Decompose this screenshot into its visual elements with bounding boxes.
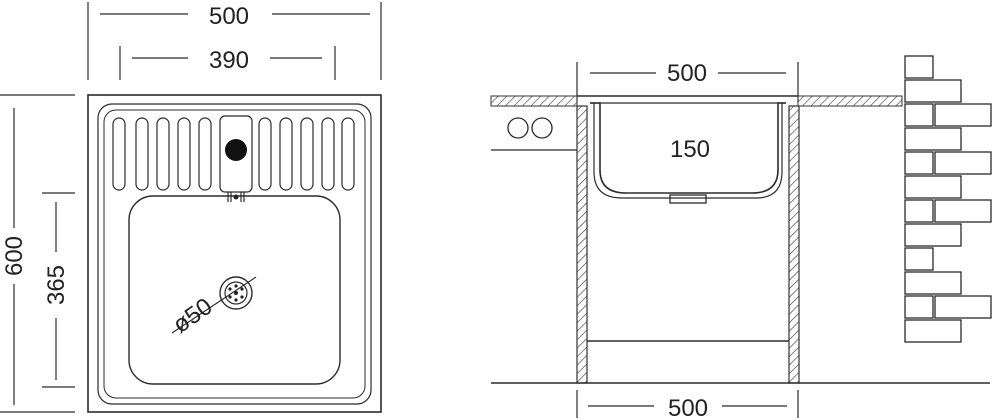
bowl-width-dimension: 390 <box>119 46 336 80</box>
top-view: 500 390 600 365 <box>0 2 382 413</box>
appliance-knob-left <box>507 117 529 139</box>
sink-width-label: 500 <box>667 60 707 87</box>
overall-depth-label: 600 <box>1 236 28 276</box>
drain-leader-line <box>171 276 257 334</box>
drain-diameter-label: ø50 <box>168 293 217 339</box>
brick-wall <box>904 55 992 343</box>
overflow-marker <box>227 192 245 202</box>
sink-inner-rim <box>103 109 366 399</box>
faucet-hole <box>225 139 247 161</box>
sink-width-dimension: 500 <box>576 60 799 102</box>
cabinet-wall-left <box>576 105 588 384</box>
overall-width-label: 500 <box>209 3 249 30</box>
cabinet-width-dimension: 500 <box>576 390 799 420</box>
bowl-depth-label: 365 <box>43 265 70 305</box>
countertop-left <box>490 95 578 107</box>
drain-strainer <box>219 276 253 310</box>
side-view: 500 150 500 <box>490 55 992 420</box>
overall-width-dimension: 500 <box>87 2 382 80</box>
overall-depth-dimension: 600 <box>0 94 75 413</box>
bowl-width-label: 390 <box>209 47 249 74</box>
countertop-right <box>797 95 903 107</box>
bowl-depth-dimension: 365 <box>42 192 75 388</box>
cabinet-wall-right <box>788 105 800 384</box>
sink-rim <box>97 103 372 405</box>
drain-outlet <box>669 194 707 204</box>
faucet-pad <box>219 115 253 193</box>
bowl-depth-section-label: 150 <box>670 136 710 163</box>
cabinet-width-label: 500 <box>668 395 708 420</box>
sink-bowl-section <box>590 102 786 194</box>
appliance-knob-right <box>531 117 553 139</box>
sink-bowl <box>128 195 341 385</box>
sink-outer-edge <box>87 94 382 413</box>
drainboard-grooves <box>112 117 355 191</box>
